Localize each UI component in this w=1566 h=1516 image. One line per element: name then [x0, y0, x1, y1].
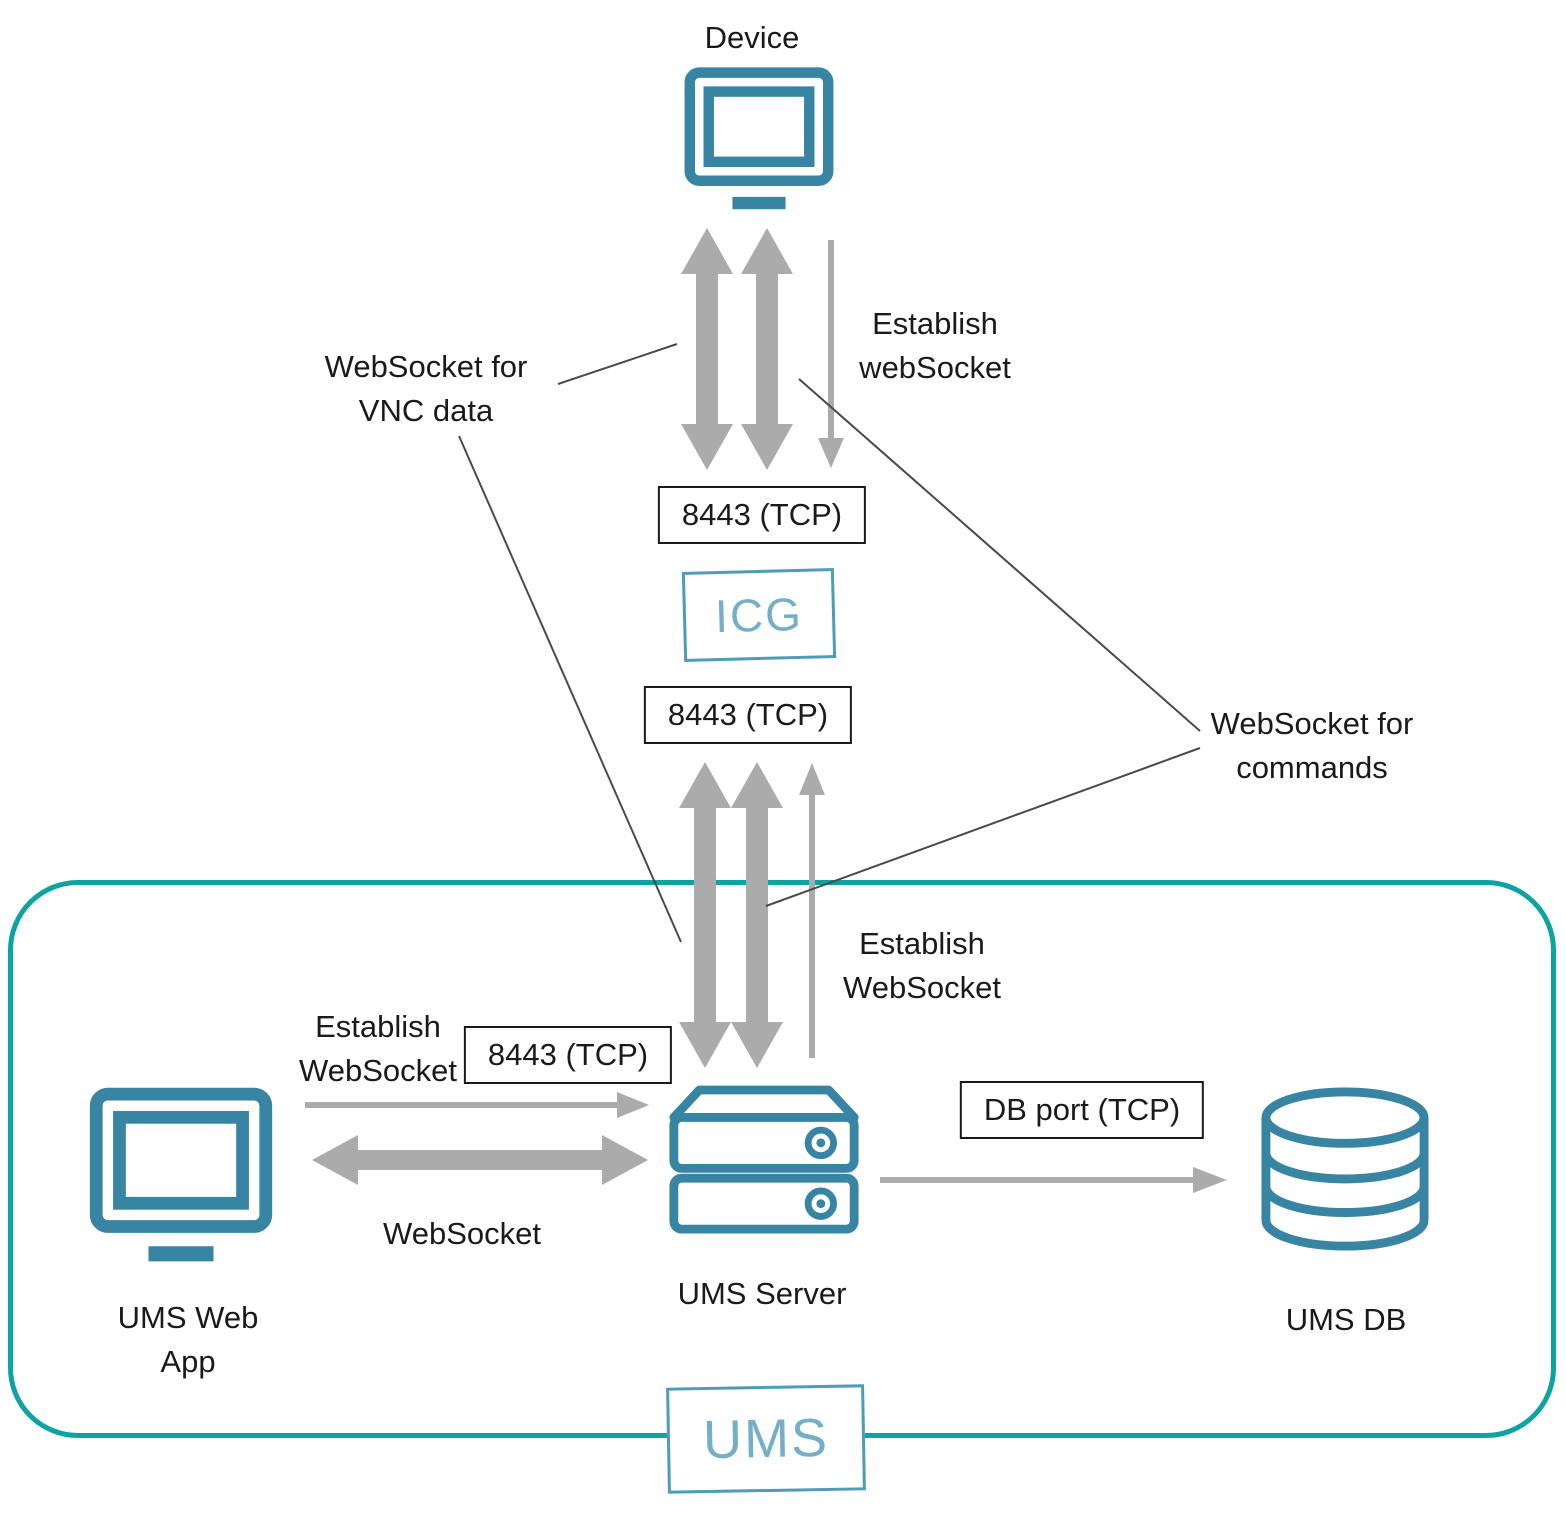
- ums-server-label-text: UMS Server: [677, 1276, 847, 1311]
- port-label: 8443 (TCP): [487, 1037, 649, 1072]
- annotation-line: Establish: [859, 926, 985, 961]
- annotation-line: WebSocket for: [1210, 706, 1414, 741]
- annotation-establish-websocket-device: Establish webSocket: [859, 302, 1011, 390]
- icg-ums-thick-arrow-1: [679, 762, 731, 1068]
- annotation-websocket-vnc: WebSocket for VNC data: [325, 345, 528, 433]
- ums-db-label: UMS DB: [1286, 1298, 1407, 1342]
- ums-web-app-label-line: App: [160, 1344, 216, 1380]
- ums-db-arrow-head: [1193, 1167, 1227, 1193]
- port-label: 8443 (TCP): [681, 497, 843, 532]
- annotation-line: commands: [1236, 750, 1388, 786]
- vnc-leader-line-lower: [458, 435, 682, 943]
- commands-leader-line-upper: [798, 378, 1201, 732]
- annotation-line: WebSocket for: [324, 349, 528, 384]
- port-label: DB port (TCP): [983, 1092, 1181, 1127]
- ums-icg-establish-arrow-head: [799, 763, 825, 795]
- ums-web-app-label-line: UMS Web: [117, 1300, 259, 1335]
- annotation-establish-websocket-webapp: Establish WebSocket: [299, 1005, 457, 1093]
- annotation-line: Establish: [872, 306, 998, 341]
- annotation-websocket-bidirectional: WebSocket: [383, 1212, 541, 1256]
- ums-db-icon: [1261, 1087, 1429, 1251]
- icg-ums-thick-arrow-2: [731, 762, 783, 1068]
- webapp-ums-establish-arrow-head: [617, 1092, 649, 1118]
- commands-leader-line-lower: [765, 747, 1201, 907]
- annotation-line: WebSocket: [383, 1216, 541, 1251]
- ums-web-app-monitor-icon: [89, 1087, 273, 1262]
- annotation-establish-websocket-server: Establish WebSocket: [843, 922, 1001, 1010]
- port-box-ums-db: DB port (TCP): [959, 1081, 1205, 1139]
- annotation-line: VNC data: [358, 393, 494, 429]
- ums-web-app-label: UMS Web App: [118, 1296, 259, 1384]
- icg-label: ICG: [714, 587, 804, 643]
- annotation-line: Establish: [315, 1009, 441, 1044]
- port-box-icg-ums: 8443 (TCP): [643, 686, 853, 744]
- device-label: Device: [705, 16, 800, 60]
- webapp-ums-thick-arrow: [312, 1135, 648, 1185]
- port-label: 8443 (TCP): [667, 697, 829, 732]
- device-icg-establish-arrow-head: [818, 438, 844, 468]
- ums-server-icon: [669, 1085, 859, 1234]
- annotation-line: WebSocket: [299, 1053, 457, 1089]
- ums-server-label: UMS Server: [678, 1272, 847, 1316]
- port-box-device-icg: 8443 (TCP): [657, 486, 867, 544]
- device-icg-thick-arrow-2: [741, 228, 793, 470]
- icg-node: ICG: [681, 568, 837, 662]
- port-box-webapp-ums: 8443 (TCP): [463, 1026, 673, 1084]
- annotation-line: WebSocket: [843, 970, 1001, 1006]
- device-icg-thick-arrow-1: [681, 228, 733, 470]
- ums-db-label-text: UMS DB: [1285, 1302, 1407, 1337]
- device-monitor-icon: [684, 67, 834, 210]
- ums-group-label: UMS: [702, 1407, 830, 1471]
- annotation-websocket-commands: WebSocket for commands: [1211, 702, 1414, 790]
- ums-group-label-box: UMS: [666, 1384, 866, 1494]
- annotation-line: webSocket: [859, 350, 1011, 386]
- vnc-leader-line-upper: [557, 343, 678, 385]
- device-label-text: Device: [704, 20, 800, 55]
